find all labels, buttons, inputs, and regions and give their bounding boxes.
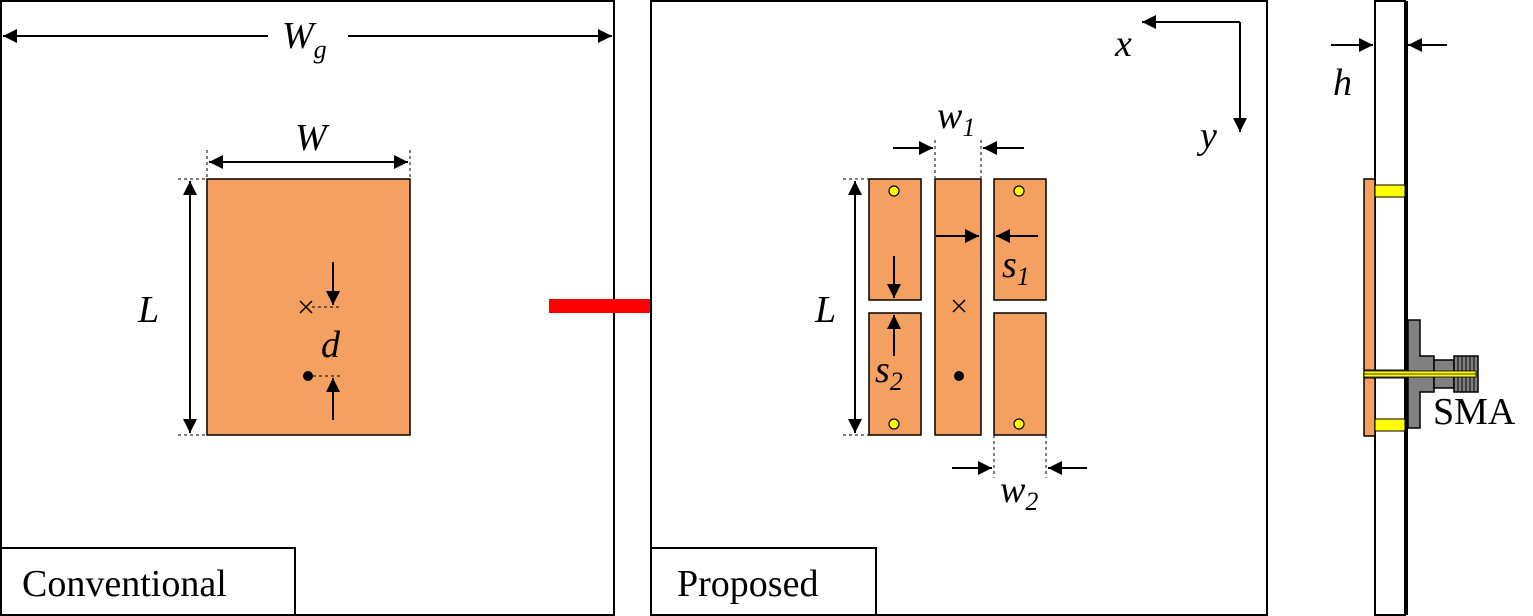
proposed-caption: Proposed (677, 563, 818, 605)
w1-label: w1 (937, 95, 975, 142)
x-axis-label: x (1114, 23, 1132, 65)
feed-point-icon (954, 371, 964, 381)
conventional-patch (206, 178, 411, 436)
shorting-via-side-icon (1374, 184, 1406, 198)
s2-label: s2 (875, 349, 903, 396)
l-label-left: L (137, 289, 159, 331)
proposed-panel: x y L w1 s1 (650, 0, 1268, 616)
substrate (1374, 0, 1406, 616)
shorting-via-icon (888, 185, 900, 197)
conventional-panel: Wg W L d Conventional (0, 0, 615, 616)
h-label: h (1333, 62, 1352, 104)
patch-strip-right-bottom (993, 312, 1047, 436)
transition-arrow-icon (549, 285, 718, 327)
wg-label: Wg (282, 15, 327, 64)
s1-label: s1 (1002, 244, 1030, 291)
patch-side (1363, 178, 1376, 437)
l-label-proposed: L (814, 289, 836, 331)
sma-connector-icon (1363, 319, 1479, 429)
conventional-caption: Conventional (22, 563, 227, 605)
d-label: d (321, 324, 341, 366)
side-view: SMA h (1331, 0, 1516, 616)
conventional-caption-box (0, 547, 296, 616)
shorting-via-icon (1013, 185, 1025, 197)
shorting-via-icon (1013, 418, 1025, 430)
patch-strip-right-top (993, 178, 1047, 301)
proposed-caption-box (650, 547, 877, 616)
center-mark-icon (952, 299, 966, 313)
w-label: W (295, 117, 330, 159)
sma-label: SMA (1433, 391, 1516, 433)
center-mark-icon (299, 300, 313, 314)
y-axis-label: y (1196, 115, 1217, 157)
shorting-via-side-icon (1374, 418, 1406, 432)
feed-point-icon (303, 371, 313, 381)
w2-label: w2 (1000, 469, 1038, 516)
shorting-via-icon (888, 418, 900, 430)
